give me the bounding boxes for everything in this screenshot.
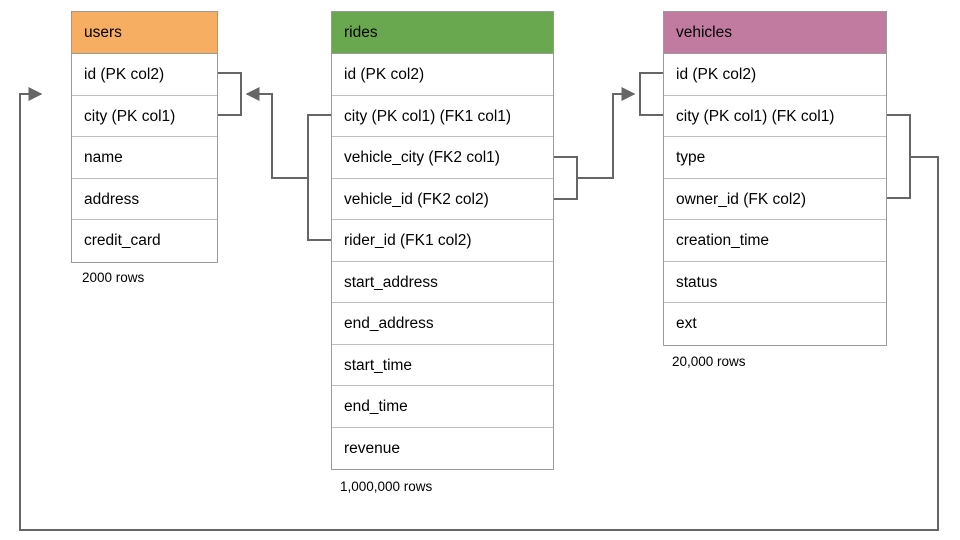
table-users-column-address[interactable]: address <box>72 179 217 220</box>
table-users[interactable]: users id (PK col2) city (PK col1) name a… <box>71 11 218 263</box>
table-vehicles-column-creation-time[interactable]: creation_time <box>664 220 886 262</box>
table-rides-column-revenue[interactable]: revenue <box>344 439 401 457</box>
table-users-column-id[interactable]: id (PK col2) <box>72 54 217 96</box>
table-vehicles-column-owner-id[interactable]: owner_id (FK col2) <box>664 179 886 220</box>
connector-rides-to-vehicles <box>554 72 663 200</box>
table-vehicles-row-count: 20,000 rows <box>672 354 746 369</box>
table-rides-column-end-time[interactable]: end_time <box>332 386 553 428</box>
table-users-header: users <box>72 12 217 54</box>
table-rides-column-id[interactable]: id (PK col2) <box>332 54 553 96</box>
table-users-column-credit-card[interactable]: credit_card <box>84 232 161 249</box>
table-vehicles-column-type[interactable]: type <box>664 137 886 179</box>
table-users-row-count: 2000 rows <box>82 270 145 285</box>
table-rides-column-vehicle-city[interactable]: vehicle_city (FK2 col1) <box>332 137 553 179</box>
table-vehicles-column-status[interactable]: status <box>664 262 886 303</box>
table-rides-column-city[interactable]: city (PK col1) (FK1 col1) <box>332 96 553 137</box>
table-rides-column-start-time[interactable]: start_time <box>332 345 553 386</box>
table-rides-column-rider-id[interactable]: rider_id (FK1 col2) <box>332 220 553 262</box>
table-rides-header: rides <box>332 12 553 54</box>
table-vehicles-column-ext[interactable]: ext <box>676 315 697 332</box>
table-rides-column-end-address[interactable]: end_address <box>332 303 553 345</box>
table-users-column-city[interactable]: city (PK col1) <box>72 96 217 137</box>
table-vehicles-column-city[interactable]: city (PK col1) (FK col1) <box>664 96 886 137</box>
table-rides-column-vehicle-id[interactable]: vehicle_id (FK2 col2) <box>332 179 553 220</box>
table-rides-row-count: 1,000,000 rows <box>340 479 433 494</box>
table-rides[interactable]: rides id (PK col2) city (PK col1) (FK1 c… <box>331 11 554 470</box>
table-vehicles[interactable]: vehicles id (PK col2) city (PK col1) (FK… <box>663 11 887 346</box>
table-vehicles-column-id[interactable]: id (PK col2) <box>664 54 886 96</box>
table-rides-column-start-address[interactable]: start_address <box>332 262 553 303</box>
table-vehicles-header: vehicles <box>664 12 886 54</box>
table-users-column-name[interactable]: name <box>72 137 217 179</box>
connector-rides-to-users <box>218 72 331 241</box>
